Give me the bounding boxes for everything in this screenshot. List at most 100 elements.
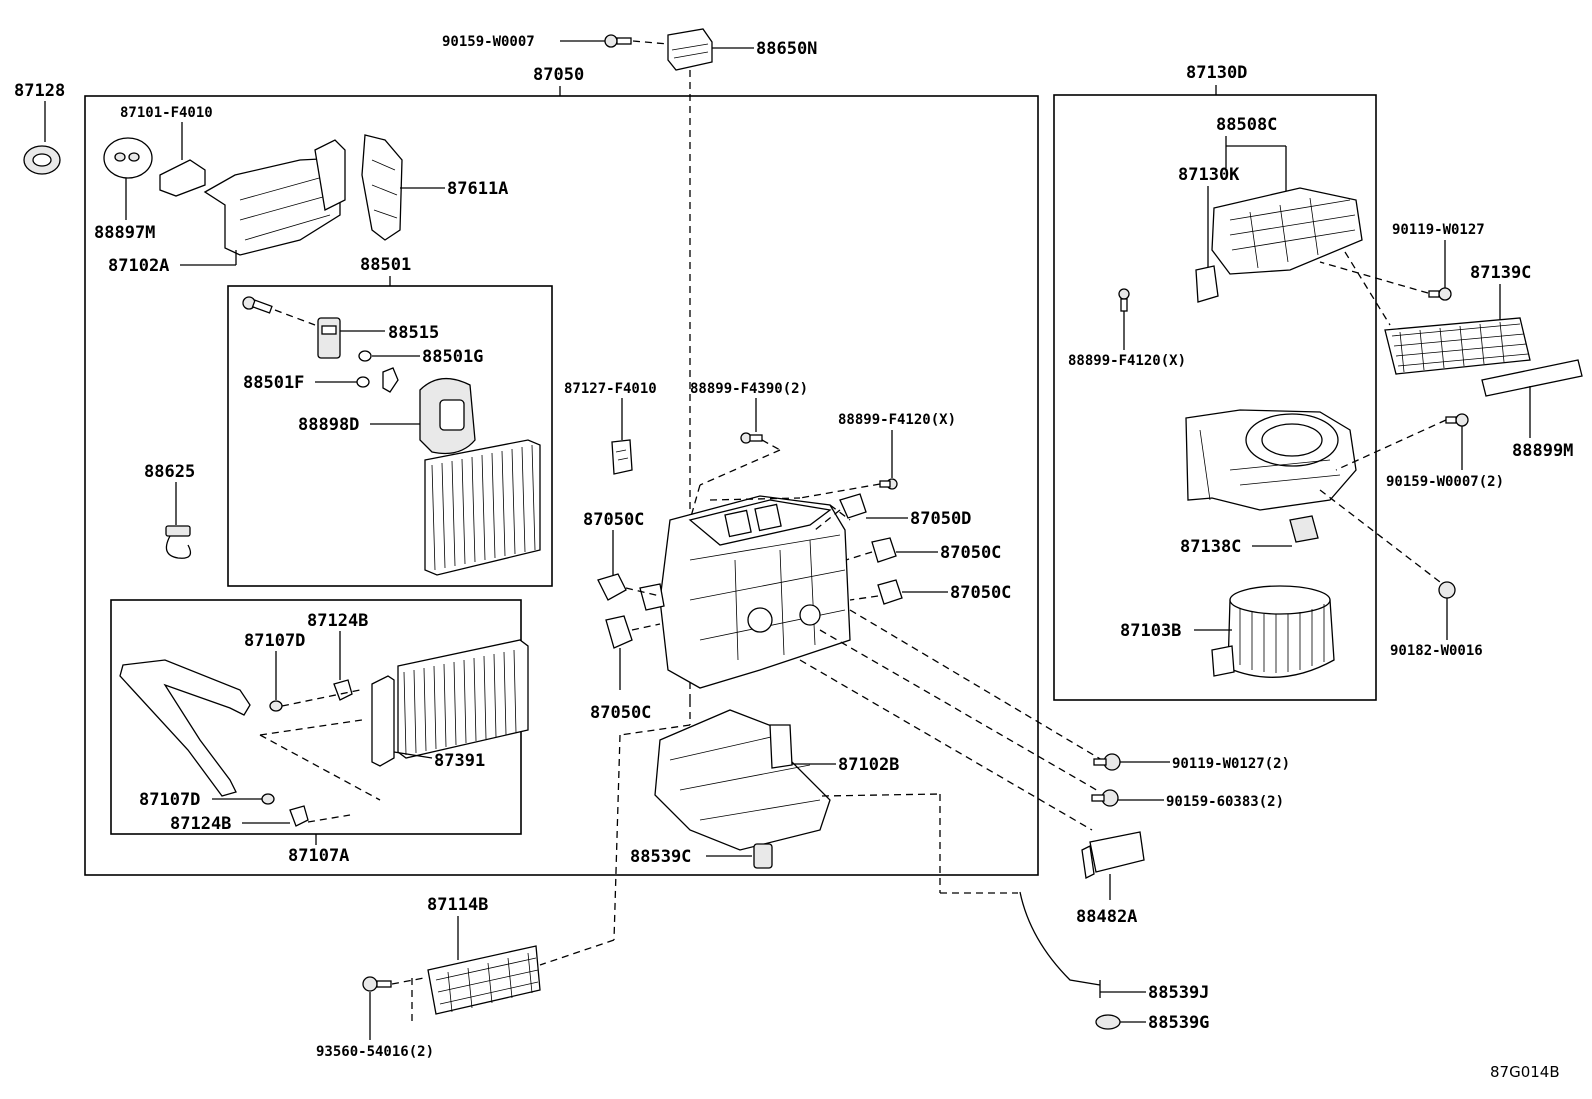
label-87124B-bottom: 87124B: [170, 814, 231, 834]
label-87102A: 87102A: [108, 256, 169, 276]
label-87107D-bottom: 87107D: [139, 790, 200, 810]
screw-90159-W0007-2-part: [1445, 413, 1469, 427]
case-87102A-part: [203, 139, 346, 256]
clip-88501-part: [382, 367, 399, 393]
label-88482A: 88482A: [1076, 907, 1137, 927]
label-88508C: 88508C: [1216, 115, 1277, 135]
label-88625: 88625: [144, 462, 195, 482]
label-88899M: 88899M: [1512, 441, 1573, 461]
screw-93560-54016-part: [362, 976, 392, 992]
label-87102B: 87102B: [838, 755, 899, 775]
bracket-88650N-part: [667, 28, 713, 71]
label-88501G: 88501G: [422, 347, 483, 367]
group-label-87130D: 87130D: [1186, 63, 1247, 83]
actuator-87050D-part: [839, 493, 867, 519]
filter-87114B-part: [427, 945, 541, 1015]
screw-90159-W0007-part: [604, 34, 632, 48]
label-87050C-r2: 87050C: [950, 583, 1011, 603]
label-90119-W0127-top: 90119-W0127: [1392, 222, 1485, 238]
label-87139C: 87139C: [1470, 263, 1531, 283]
oring-88501F-part: [356, 376, 370, 388]
seal-88897M-part: [103, 137, 153, 179]
bolt-88501-part: [242, 296, 273, 314]
grommet-87128-part: [23, 145, 61, 175]
label-87050C-r1: 87050C: [940, 543, 1001, 563]
group-label-87050: 87050: [533, 65, 584, 85]
label-90119-W0127-2: 90119-W0127(2): [1172, 756, 1290, 772]
label-87127-F4010: 87127-F4010: [564, 381, 657, 397]
blower-motor-87103B-part: [1211, 585, 1335, 678]
label-88650N: 88650N: [756, 39, 817, 59]
damper-87050C-bottom-part: [605, 615, 633, 649]
damper-87050C-left-part: [597, 573, 627, 601]
label-88515: 88515: [388, 323, 439, 343]
label-87050C-left: 87050C: [583, 510, 644, 530]
oring-88501G-part: [358, 350, 372, 362]
group-label-88501: 88501: [360, 255, 411, 275]
valve-88515-part: [317, 317, 341, 359]
figure-code: 87G014B: [1490, 1063, 1560, 1081]
drain-88539C-part: [753, 843, 773, 869]
label-88899-F4120-right: 88899-F4120(X): [1068, 353, 1186, 369]
label-93560-54016: 93560-54016(2): [316, 1044, 434, 1060]
cover-87101-F4010-part: [159, 159, 206, 197]
oring-87107D-bottom-part: [261, 793, 275, 805]
label-88899-F4120-mid: 88899-F4120(X): [838, 412, 956, 428]
label-88897M: 88897M: [94, 223, 155, 243]
pad-88898D-part: [419, 378, 476, 455]
unit-87130K-part: [1195, 187, 1363, 303]
label-87114B: 87114B: [427, 895, 488, 915]
heater-core-87391-part: [371, 639, 529, 767]
screw-90119-W0127-2-part: [1093, 753, 1121, 771]
label-88501F: 88501F: [243, 373, 304, 393]
label-87138C: 87138C: [1180, 537, 1241, 557]
resistor-87138C-part: [1289, 515, 1319, 543]
clip-87124B-bottom-part: [289, 805, 309, 827]
screw-90159-60383-part: [1091, 789, 1119, 807]
cover-88899M-part: [1481, 359, 1583, 397]
main-assembly-box: [84, 95, 1039, 876]
label-87611A: 87611A: [447, 179, 508, 199]
nut-90182-W0016-part: [1438, 581, 1456, 599]
blower-assembly-box: [1053, 94, 1377, 701]
hose-88539J-part: [1019, 891, 1101, 998]
screw-88899-F4390-part: [740, 432, 763, 444]
label-87124B-top: 87124B: [307, 611, 368, 631]
oring-87107D-top-part: [269, 700, 283, 712]
label-87107D-top: 87107D: [244, 631, 305, 651]
label-88539J: 88539J: [1148, 983, 1209, 1003]
label-87130K: 87130K: [1178, 165, 1240, 185]
label-88539C: 88539C: [630, 847, 691, 867]
evaporator-core-part: [424, 439, 541, 576]
screw-90119-W0127-top-part: [1428, 287, 1452, 301]
label-87103B: 87103B: [1120, 621, 1181, 641]
label-88539G: 88539G: [1148, 1013, 1209, 1033]
label-87050D: 87050D: [910, 509, 971, 529]
sensor-88625-part: [165, 525, 192, 559]
hvac-housing-87050-part: [639, 495, 851, 689]
actuator-87050C-r1-part: [871, 537, 897, 563]
clip-87127-F4010-part: [611, 439, 633, 475]
group-label-87107A: 87107A: [288, 846, 349, 866]
clip-87124B-top-part: [333, 679, 353, 701]
label-87050C-bottom: 87050C: [590, 703, 651, 723]
amplifier-88482A-part: [1081, 831, 1145, 879]
label-90182-W0016: 90182-W0016: [1390, 643, 1483, 659]
grommet-88539G-part: [1095, 1014, 1121, 1030]
filter-87139C-part: [1384, 317, 1531, 375]
screw-88899-F4120-mid-part: [879, 478, 898, 490]
label-88899-F4390: 88899-F4390(2): [690, 381, 808, 397]
screw-88899-F4120-right-part: [1118, 288, 1130, 312]
pipe-87107A-part: [119, 659, 251, 797]
label-88898D: 88898D: [298, 415, 359, 435]
label-90159-60383: 90159-60383(2): [1166, 794, 1284, 810]
label-87101-F4010: 87101-F4010: [120, 105, 213, 121]
label-87128: 87128: [14, 81, 65, 101]
duct-87611A-part: [361, 134, 403, 241]
blower-case-part: [1185, 409, 1357, 511]
case-87102B-part: [654, 709, 831, 851]
label-90159-W0007-2: 90159-W0007(2): [1386, 474, 1504, 490]
label-90159-W0007: 90159-W0007: [442, 34, 535, 50]
label-87391: 87391: [434, 751, 485, 771]
